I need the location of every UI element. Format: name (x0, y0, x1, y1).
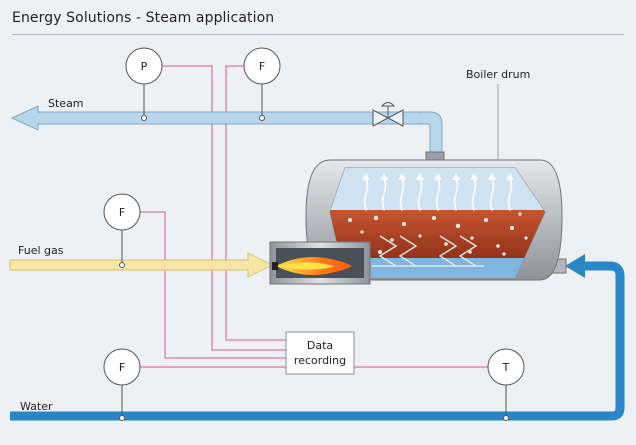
water-flowmeter-icon (103, 348, 141, 386)
signal-line-steam-flow (225, 65, 286, 341)
steam-pipe (10, 105, 445, 163)
fuel-flowmeter-icon (103, 193, 141, 231)
fuel-gas-label: Fuel gas (18, 244, 64, 257)
signal-line-steam-pressure (162, 65, 286, 351)
steam-flow-label: F (259, 60, 265, 73)
boiler-drum-label: Boiler drum (466, 68, 530, 81)
water-flow-label: F (119, 361, 125, 374)
instruments: P F F F T (103, 47, 525, 421)
steam-pressure-label: P (141, 60, 148, 73)
steam-label: Steam (48, 97, 84, 110)
thermometer-icon (487, 348, 525, 386)
title-divider (12, 34, 624, 35)
water-temperature-label: T (502, 361, 510, 374)
steam-flowmeter-icon (243, 47, 281, 85)
signal-line-fuel-flow (140, 211, 286, 359)
fuel-gas-pipe (9, 252, 274, 278)
steam-valve-icon (372, 102, 404, 127)
water-label: Water (20, 400, 53, 413)
page-title: Energy Solutions - Steam application (12, 10, 275, 26)
fuel-flow-label: F (119, 206, 125, 219)
burner (269, 241, 371, 285)
pressure-gauge-icon (125, 47, 163, 85)
data-recording-label-line1: Data (307, 339, 333, 352)
data-recording-label-line2: recording (294, 354, 346, 367)
data-recording-box: Data recording (285, 331, 355, 375)
